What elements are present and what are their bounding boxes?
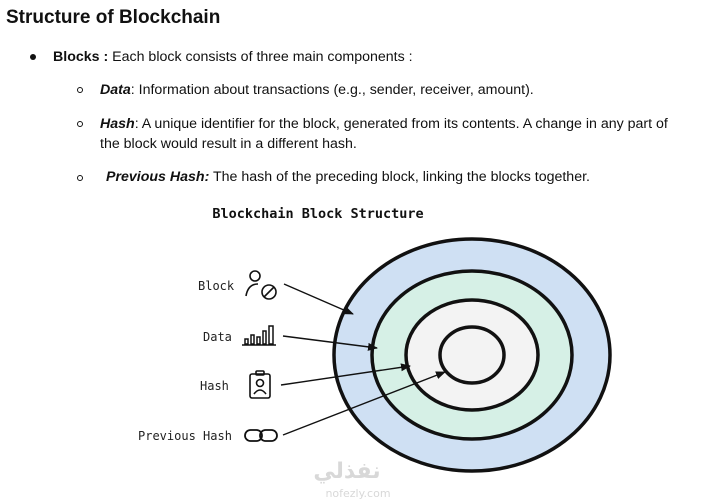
data-term: Data xyxy=(100,82,131,98)
bullet-disc xyxy=(30,54,36,60)
bullet-circle xyxy=(77,87,83,93)
person-block-icon xyxy=(245,270,277,300)
bar-chart-icon xyxy=(242,325,276,346)
label-data: Data xyxy=(203,330,232,344)
arrow-hash xyxy=(280,363,411,386)
diagram-title: Blockchain Block Structure xyxy=(212,206,423,222)
label-block: Block xyxy=(198,279,235,293)
arrow-previous-hash xyxy=(282,371,446,436)
bullet-circle xyxy=(77,121,83,127)
arrow-data xyxy=(282,335,378,351)
chain-link-icon xyxy=(244,429,278,442)
inner-ring xyxy=(404,298,540,412)
component-hash: Hash: A unique identifier for the block,… xyxy=(100,113,668,135)
id-badge-icon xyxy=(249,370,271,399)
blocks-text: Each block consists of three main compon… xyxy=(108,49,413,65)
bullet-circle xyxy=(77,175,83,181)
hash-term: Hash xyxy=(100,116,135,132)
hash-text-line2: the block would result in a different ha… xyxy=(100,136,357,152)
previous-hash-term: Previous Hash: xyxy=(106,169,210,185)
previous-hash-text: The hash of the preceding block, linking… xyxy=(209,169,590,185)
blocks-term: Blocks : xyxy=(53,49,109,65)
label-hash: Hash xyxy=(200,379,229,393)
blocks-item: Blocks : Each block consists of three ma… xyxy=(53,46,413,68)
page-title: Structure of Blockchain xyxy=(6,7,221,28)
data-text: : Information about transactions (e.g., … xyxy=(130,82,534,98)
core-ring xyxy=(438,325,506,385)
label-previous-hash: Previous Hash xyxy=(138,429,232,443)
arrow-block xyxy=(283,283,354,315)
component-previous-hash: Previous Hash: The hash of the preceding… xyxy=(106,166,590,188)
component-data: Data: Information about transactions (e.… xyxy=(100,79,534,101)
component-hash-continued: the block would result in a different ha… xyxy=(100,133,357,155)
watermark-url: nofezly.com xyxy=(325,487,390,500)
watermark-arabic: نفذلي xyxy=(313,459,380,484)
hash-text-line1: : A unique identifier for the block, gen… xyxy=(134,116,668,132)
